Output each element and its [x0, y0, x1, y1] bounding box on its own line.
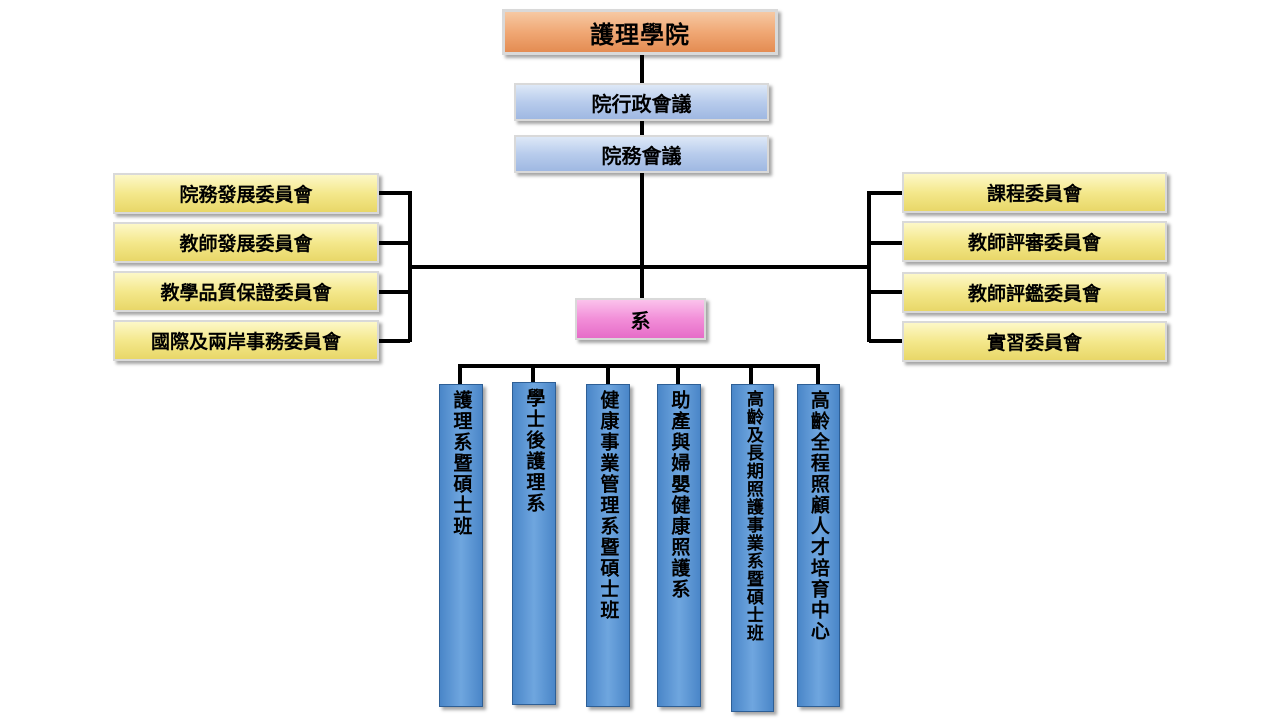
department-midwifery: 助產與婦嬰健康照護系	[657, 384, 701, 707]
connector-dept-drop-5	[749, 364, 753, 384]
connector-left-stub-3	[378, 290, 410, 294]
left-committee-quality-assurance: 教學品質保證委員會	[113, 271, 379, 312]
connector-left-stub-1	[378, 191, 410, 195]
right-committee-faculty-evaluation: 教師評鑑委員會	[902, 272, 1167, 313]
connector-left-stub-2	[378, 241, 410, 245]
council-affairs-meeting: 院務會議	[514, 135, 769, 173]
root-node: 護理學院	[502, 9, 778, 55]
right-committee-faculty-review: 教師評審委員會	[902, 221, 1167, 262]
connector-main-horizontal	[410, 265, 869, 269]
connector-right-stub-4	[869, 339, 902, 343]
left-committee-development: 院務發展委員會	[113, 173, 379, 214]
department-nursing: 護理系暨碩士班	[439, 384, 483, 707]
connector-dept-drop-2	[531, 364, 535, 384]
council-admin-meeting: 院行政會議	[514, 83, 769, 121]
connector-left-vertical	[408, 191, 412, 342]
connector-dept-drop-4	[676, 364, 680, 384]
department-label: 學士後護理系	[523, 388, 546, 514]
connector-dept-drop-3	[606, 364, 610, 384]
connector-dept-drop-1	[458, 364, 462, 384]
department-health-management: 健康事業管理系暨碩士班	[586, 384, 630, 707]
department-label: 護理系暨碩士班	[450, 390, 473, 537]
right-committee-internship: 實習委員會	[902, 321, 1167, 362]
left-committee-faculty-development: 教師發展委員會	[113, 222, 379, 263]
connector-right-stub-1	[869, 191, 902, 195]
connector-right-stub-3	[869, 290, 902, 294]
connector-left-stub-4	[378, 339, 410, 343]
department-label: 助產與婦嬰健康照護系	[668, 390, 691, 600]
connector-right-vertical	[867, 191, 871, 342]
department-label: 高齡及長期照護事業系暨碩士班	[742, 390, 763, 642]
department-post-bacc-nursing: 學士後護理系	[512, 382, 556, 705]
left-committee-international: 國際及兩岸事務委員會	[113, 320, 379, 361]
department-header: 系	[575, 298, 706, 340]
right-committee-curriculum: 課程委員會	[902, 172, 1167, 213]
department-gerontology: 高齡及長期照護事業系暨碩士班	[731, 384, 774, 712]
connector-root-trunk	[640, 54, 644, 340]
department-elderly-care-center: 高齡全程照顧人才培育中心	[797, 384, 840, 707]
department-label: 健康事業管理系暨碩士班	[597, 390, 620, 621]
connector-right-stub-2	[869, 241, 902, 245]
connector-dept-horizontal	[458, 364, 820, 368]
connector-dept-drop-6	[816, 364, 820, 384]
department-label: 高齡全程照顧人才培育中心	[807, 390, 830, 642]
